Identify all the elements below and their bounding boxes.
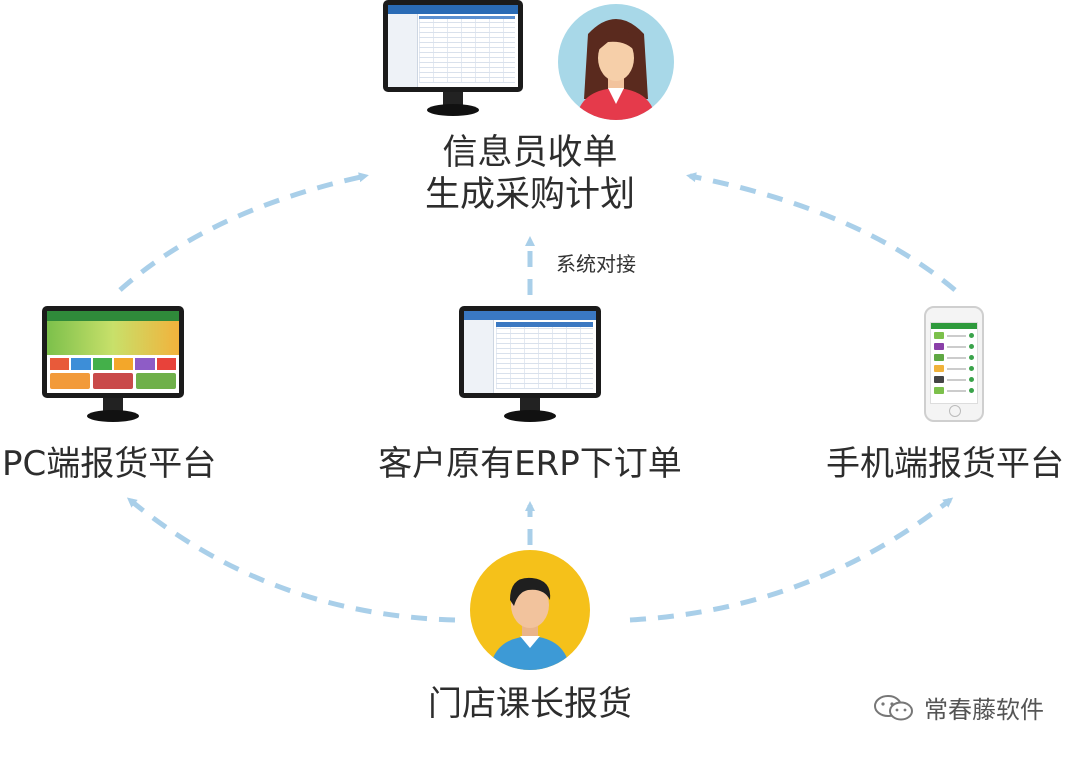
- mobile-phone-icon: [924, 306, 984, 422]
- top-node-line1: 信息员收单: [442, 133, 618, 173]
- top-node-line2: 生成采购计划: [424, 175, 635, 215]
- female-user-avatar: [558, 4, 674, 120]
- watermark: 常春藤软件: [872, 690, 1044, 725]
- center-node-label: 客户原有ERP下订单: [378, 444, 682, 484]
- male-user-avatar: [470, 550, 590, 670]
- arrow-bottom-to-right: [629, 497, 954, 623]
- left-node-label: PC端报货平台: [2, 444, 217, 484]
- watermark-text: 常春藤软件: [924, 696, 1044, 724]
- center-erp-monitor-icon: [459, 306, 601, 424]
- top-node-title: 信息员收单 生成采购计划: [380, 132, 680, 216]
- arrow-right-to-top: [686, 172, 957, 292]
- edge-label-system-integration: 系统对接: [556, 252, 636, 276]
- pc-shop-monitor-icon: [42, 306, 184, 424]
- right-node-label: 手机端报货平台: [826, 444, 1064, 484]
- wechat-icon: [874, 694, 913, 720]
- bottom-node-label: 门店课长报货: [428, 684, 632, 724]
- top-erp-monitor-icon: [383, 0, 523, 118]
- arrow-bottom-to-left: [126, 497, 456, 623]
- arrow-left-to-top: [118, 172, 369, 292]
